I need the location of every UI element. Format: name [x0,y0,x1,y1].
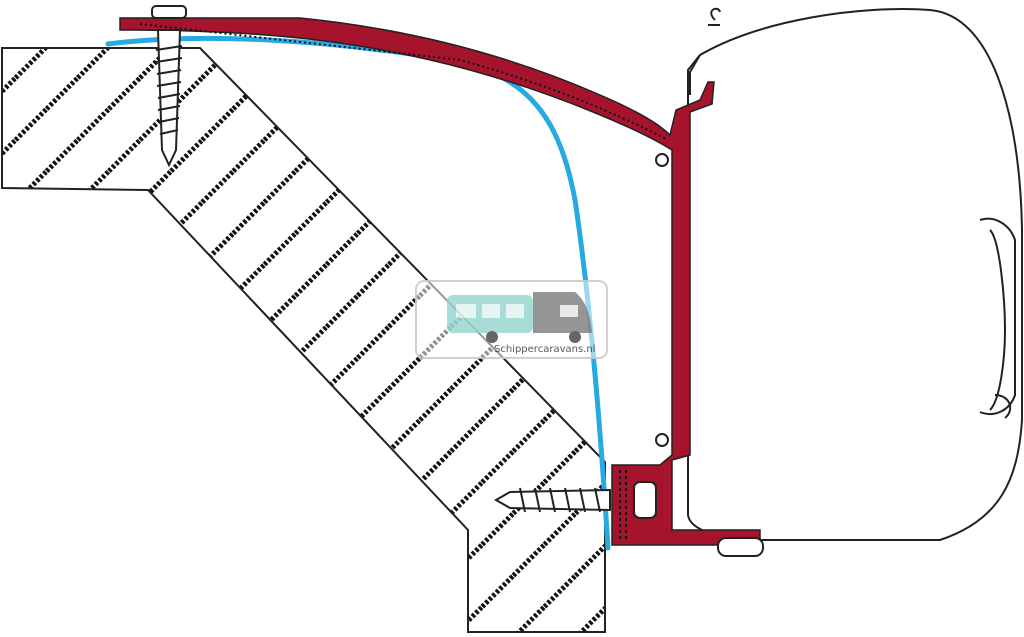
watermark: Schippercaravans.nl [415,280,608,359]
caravan-logo-icon [447,295,533,333]
watermark-text: Schippercaravans.nl [494,344,595,355]
top-screw [151,5,187,168]
seal-strip [105,35,611,551]
camper-logo-icon [486,292,592,343]
side-screw [493,481,657,519]
bracket-foot [717,537,764,557]
awning-housing [687,7,1023,541]
